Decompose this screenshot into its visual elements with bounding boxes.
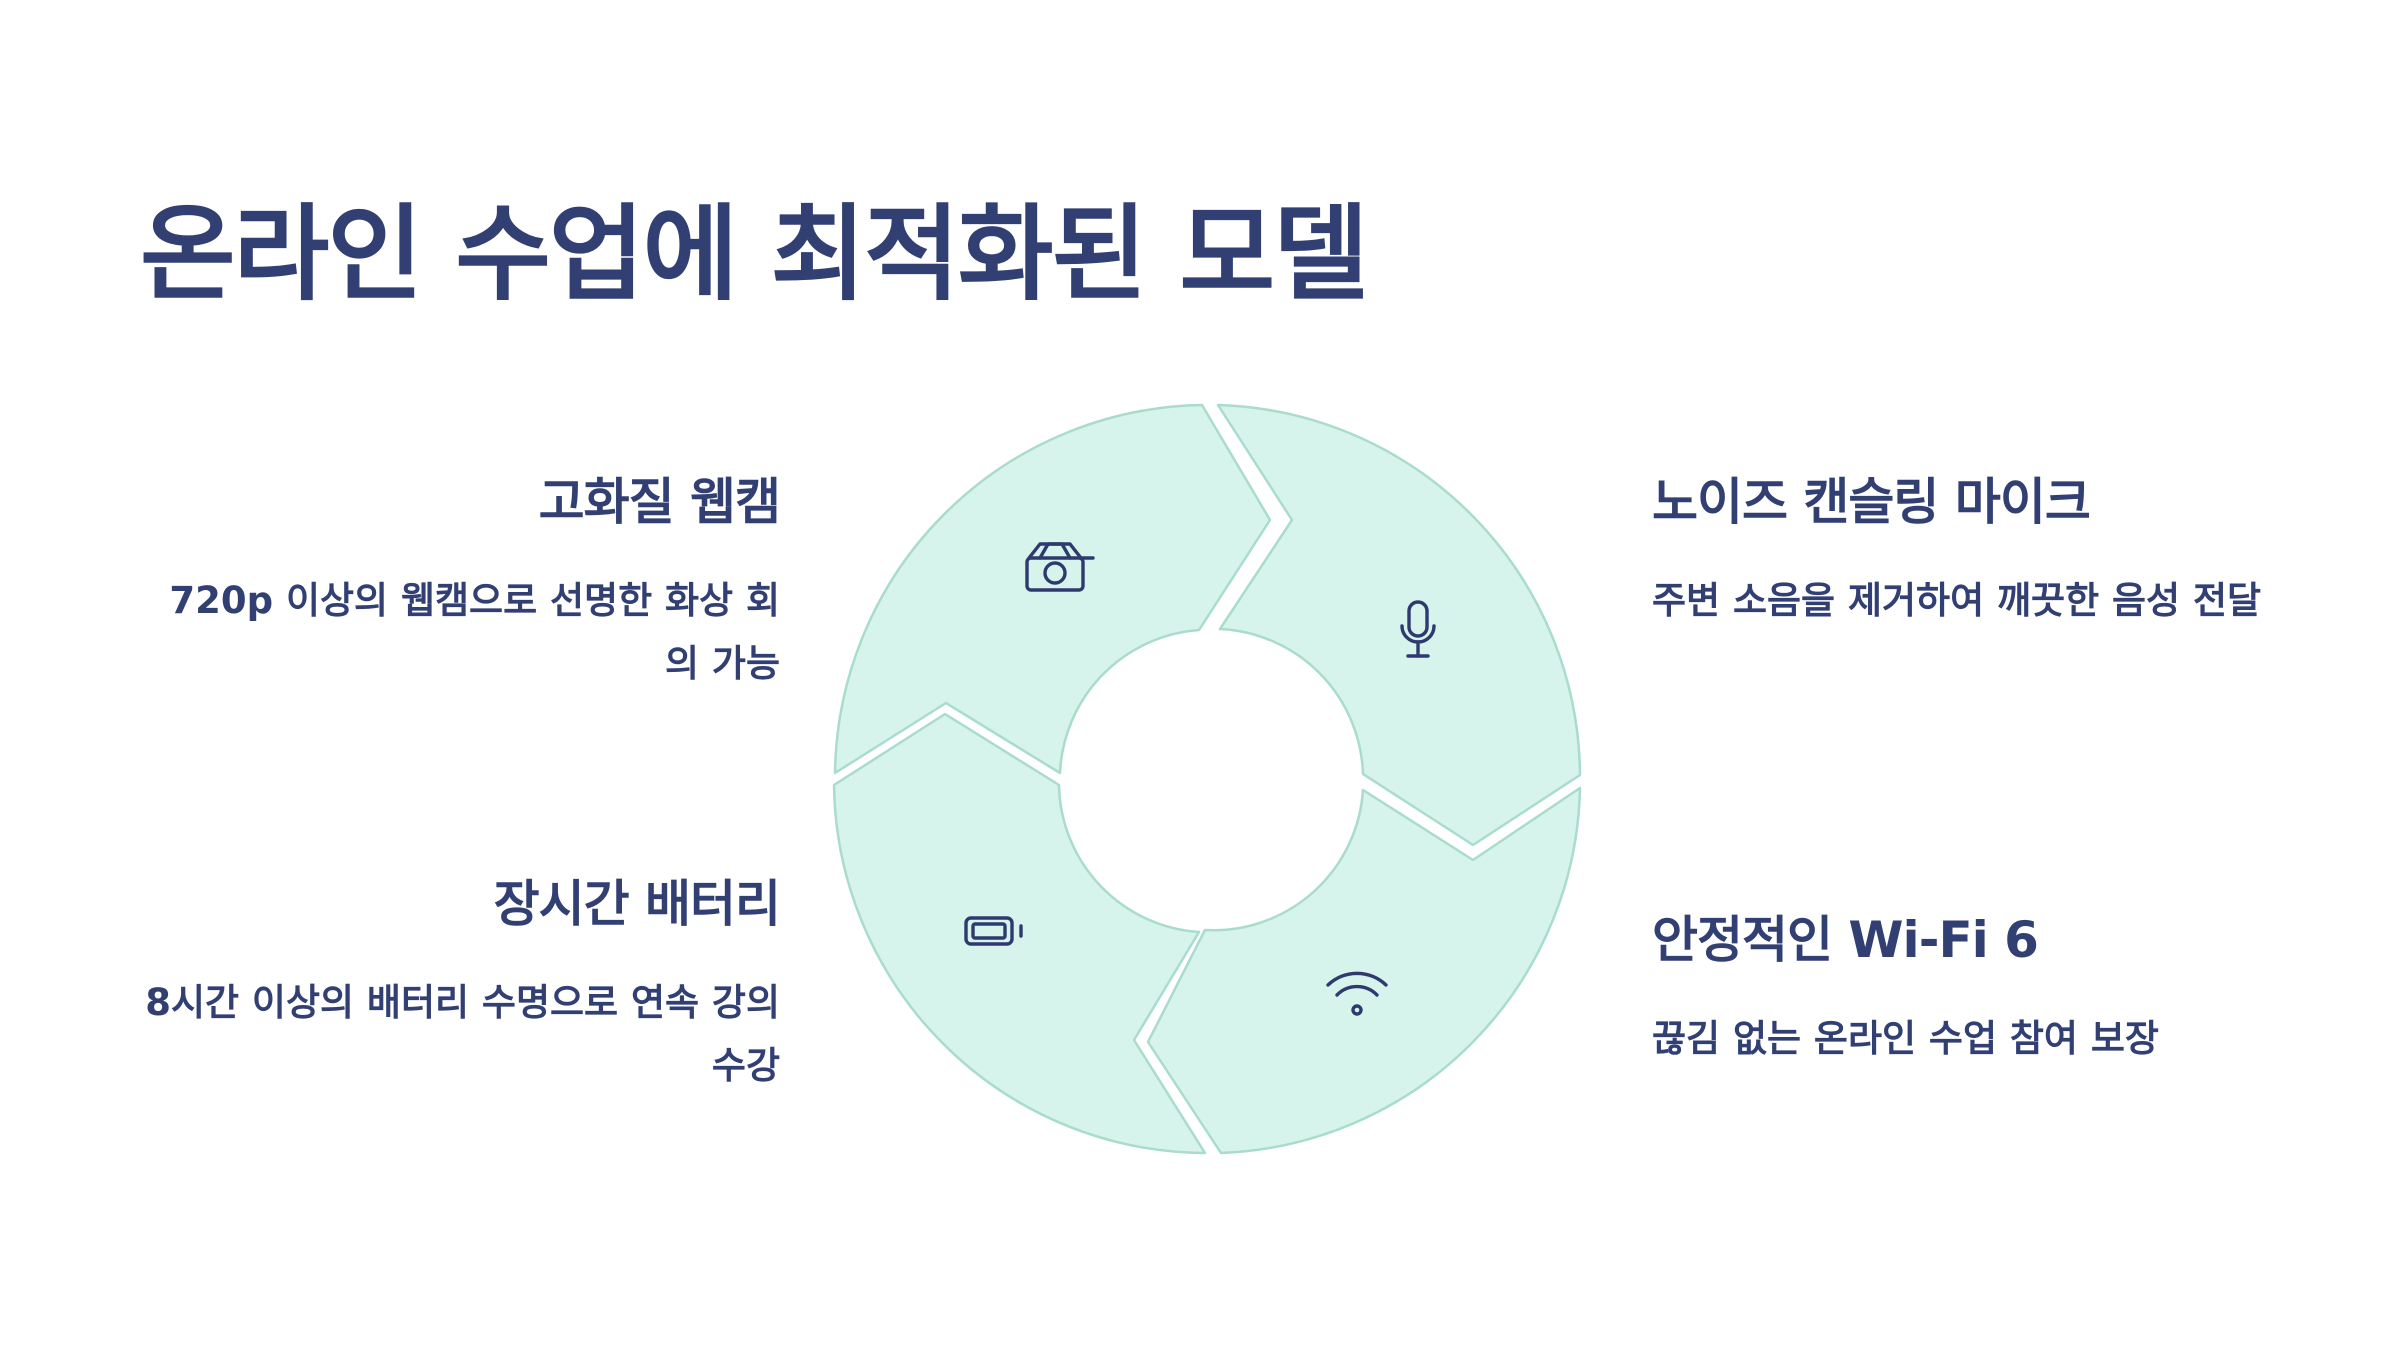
wifi-icon [1326,971,1388,1016]
feature-wifi-desc: 끊김 없는 온라인 수업 참여 보장 [1652,1017,2159,1060]
camera-icon [1025,542,1095,592]
battery-icon [964,916,1023,946]
page-title: 온라인 수업에 최적화된 모델 [140,193,1369,315]
feature-battery: 장시간 배터리 8시간 이상의 배터리 수명으로 연속 강의 수강 [140,872,781,1097]
feature-webcam-title: 고화질 웹캠 [538,473,781,531]
feature-wifi-title: 안정적인 Wi-Fi 6 [1652,911,2039,969]
feature-wifi: 안정적인 Wi-Fi 6 끊김 없는 온라인 수업 참여 보장 [1652,908,2292,1070]
feature-microphone-title: 노이즈 캔슬링 마이크 [1652,473,2091,531]
feature-battery-desc: 8시간 이상의 배터리 수명으로 연속 강의 수강 [145,981,780,1087]
microphone-icon [1400,600,1436,658]
feature-webcam-desc: 720p 이상의 웹캠으로 선명한 화상 회의 가능 [169,579,780,685]
feature-webcam: 고화질 웹캠 720p 이상의 웹캠으로 선명한 화상 회의 가능 [140,470,781,695]
feature-microphone: 노이즈 캔슬링 마이크 주변 소음을 제거하여 깨끗한 음성 전달 [1652,470,2292,632]
feature-battery-title: 장시간 배터리 [493,875,781,933]
segment-wifi [1146,786,1582,1155]
feature-microphone-desc: 주변 소음을 제거하여 깨끗한 음성 전달 [1652,579,2262,622]
segment-microphone [1216,403,1582,847]
